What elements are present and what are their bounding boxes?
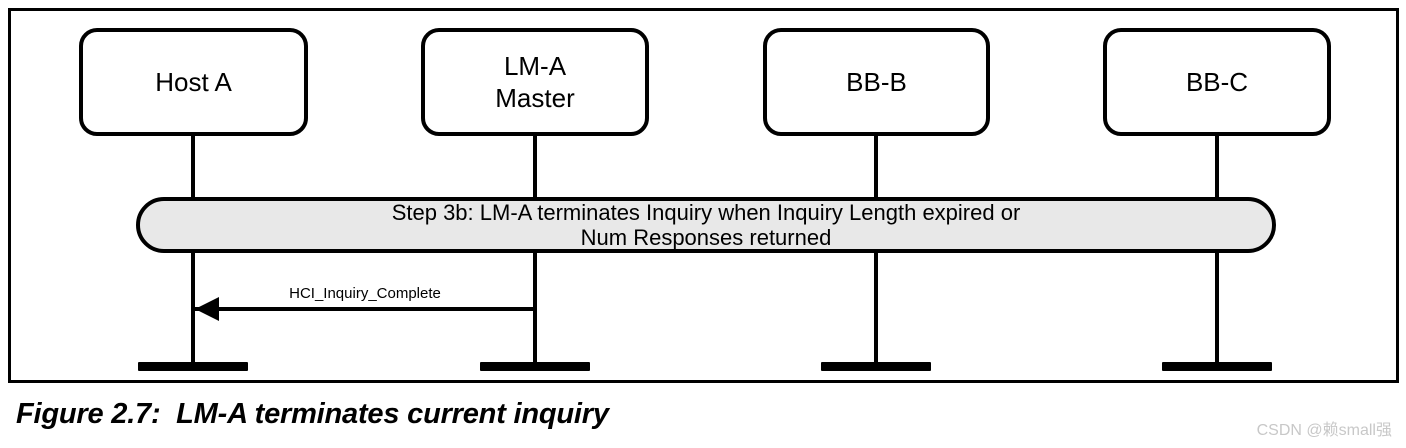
- watermark: CSDN @赖small强: [1256, 422, 1392, 439]
- lifeline-bb-c: [1215, 136, 1219, 370]
- participant-label-host-a: Host A: [155, 67, 232, 97]
- step-banner-text: Step 3b: LM-A terminates Inquiry when In…: [391, 200, 1021, 250]
- participant-box-bb-b[interactable]: BB-B: [763, 28, 990, 136]
- participant-label-bb-b: BB-B: [846, 67, 907, 97]
- message-label-hci-inquiry-complete: HCI_Inquiry_Complete: [289, 285, 441, 302]
- participant-box-lm-a-master[interactable]: LM-A Master: [421, 28, 649, 136]
- participant-label-bb-c: BB-C: [1185, 67, 1249, 97]
- message-arrowhead-left-icon: [195, 297, 219, 321]
- participant-label-lm-a-master: LM-A Master: [495, 51, 575, 113]
- message-line-hci-inquiry-complete: [195, 307, 535, 311]
- terminator-bar-host-a: [138, 362, 248, 371]
- diagram-frame: Host A LM-A Master BB-B BB-C Step 3b: LM…: [8, 8, 1399, 383]
- lifeline-host-a: [191, 136, 195, 370]
- terminator-bar-bb-b: [821, 362, 931, 371]
- participant-box-host-a[interactable]: Host A: [79, 28, 308, 136]
- step-banner: Step 3b: LM-A terminates Inquiry when In…: [136, 197, 1276, 253]
- lifeline-bb-b: [874, 136, 878, 370]
- participant-box-bb-c[interactable]: BB-C: [1103, 28, 1331, 136]
- terminator-bar-lm-a-master: [480, 362, 590, 371]
- lifeline-lm-a-master: [533, 136, 537, 370]
- terminator-bar-bb-c: [1162, 362, 1272, 371]
- figure-caption: Figure 2.7: LM-A terminates current inqu…: [16, 398, 609, 430]
